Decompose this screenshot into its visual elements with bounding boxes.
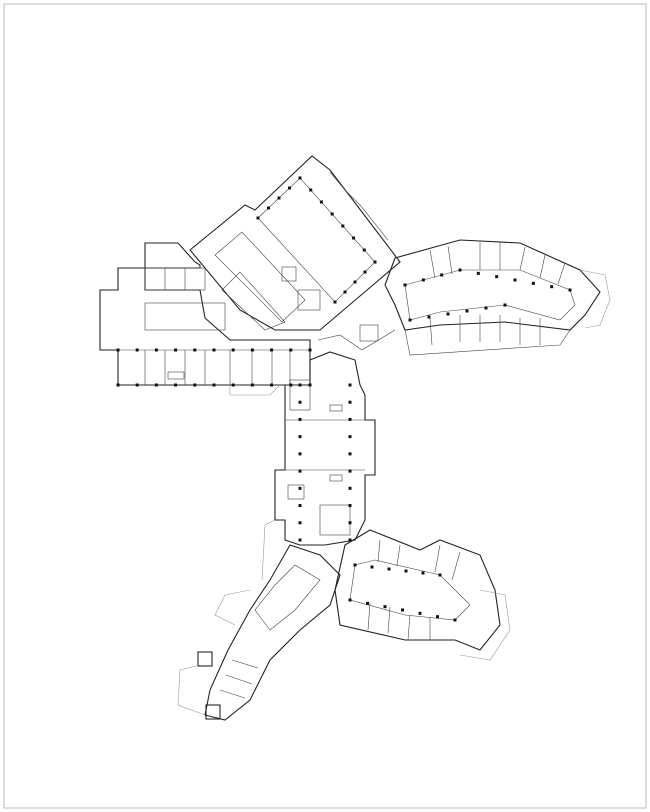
column-marker	[308, 383, 312, 387]
column-marker	[256, 216, 260, 220]
column-marker	[298, 469, 302, 473]
column-marker	[298, 176, 302, 180]
column-marker	[231, 348, 235, 352]
column-marker	[438, 573, 442, 577]
column-marker	[341, 224, 345, 228]
column-marker	[298, 521, 302, 525]
column-marker	[366, 601, 369, 605]
column-marker	[135, 383, 139, 387]
column-marker	[298, 383, 302, 387]
column-marker	[401, 608, 404, 612]
column-marker	[116, 348, 120, 352]
column-marker	[453, 618, 457, 622]
column-marker	[513, 278, 517, 282]
column-marker	[154, 348, 158, 352]
structural-columns	[116, 176, 572, 622]
west-wing	[99, 242, 311, 396]
column-marker	[231, 383, 235, 387]
column-marker	[298, 486, 302, 490]
column-marker	[289, 383, 293, 387]
column-marker	[135, 348, 139, 352]
column-marker	[568, 288, 572, 292]
column-marker	[298, 538, 302, 542]
column-marker	[427, 315, 431, 319]
column-marker	[476, 271, 480, 275]
column-marker	[465, 309, 469, 313]
column-marker	[308, 348, 312, 352]
sheet-frame	[3, 3, 647, 809]
column-marker	[550, 285, 554, 289]
column-marker	[298, 400, 302, 404]
column-marker	[348, 538, 352, 542]
column-marker	[503, 303, 507, 307]
column-marker	[309, 188, 313, 192]
column-marker	[319, 200, 323, 204]
column-marker	[421, 278, 425, 282]
column-marker	[343, 290, 347, 294]
column-marker	[193, 383, 197, 387]
column-marker	[298, 504, 302, 508]
column-marker	[270, 383, 274, 387]
column-marker	[404, 569, 408, 573]
column-marker	[348, 521, 352, 525]
column-marker	[403, 283, 407, 287]
column-marker	[531, 281, 535, 285]
column-marker	[348, 400, 352, 404]
northeast-wing	[384, 239, 611, 356]
column-marker	[348, 598, 352, 602]
column-marker	[288, 186, 291, 190]
column-marker	[436, 615, 439, 619]
column-marker	[348, 435, 352, 439]
column-marker	[116, 383, 120, 387]
column-marker	[348, 469, 352, 473]
column-marker	[373, 260, 377, 264]
column-marker	[212, 348, 216, 352]
column-marker	[298, 452, 302, 456]
column-marker	[408, 318, 412, 322]
column-marker	[330, 212, 334, 216]
column-marker	[383, 605, 387, 609]
column-marker	[277, 196, 281, 200]
column-marker	[418, 611, 422, 615]
column-marker	[458, 268, 462, 272]
column-marker	[348, 417, 352, 421]
column-marker	[446, 312, 450, 316]
southwest-wing	[177, 519, 341, 721]
column-marker	[353, 563, 357, 567]
column-marker	[348, 383, 352, 387]
column-marker	[353, 280, 357, 284]
column-marker	[298, 417, 302, 421]
column-marker	[212, 383, 216, 387]
column-marker	[348, 504, 352, 508]
column-marker	[154, 383, 158, 387]
column-marker	[270, 348, 274, 352]
central-spine	[274, 324, 396, 546]
southeast-wing	[334, 529, 511, 661]
column-marker	[348, 452, 352, 456]
column-marker	[193, 348, 197, 352]
column-marker	[484, 306, 488, 310]
north-block	[189, 155, 401, 331]
column-marker	[250, 348, 254, 352]
column-marker	[333, 300, 337, 304]
column-marker	[370, 565, 374, 569]
column-marker	[289, 348, 293, 352]
column-marker	[495, 275, 499, 279]
column-marker	[267, 206, 270, 210]
column-marker	[387, 567, 391, 571]
column-marker	[174, 348, 178, 352]
column-marker	[362, 248, 366, 252]
column-marker	[348, 486, 352, 490]
column-marker	[352, 236, 356, 240]
column-marker	[440, 273, 444, 277]
column-marker	[174, 383, 178, 387]
column-marker	[298, 435, 302, 439]
column-marker	[250, 383, 254, 387]
column-marker	[363, 270, 367, 274]
column-marker	[421, 571, 425, 575]
